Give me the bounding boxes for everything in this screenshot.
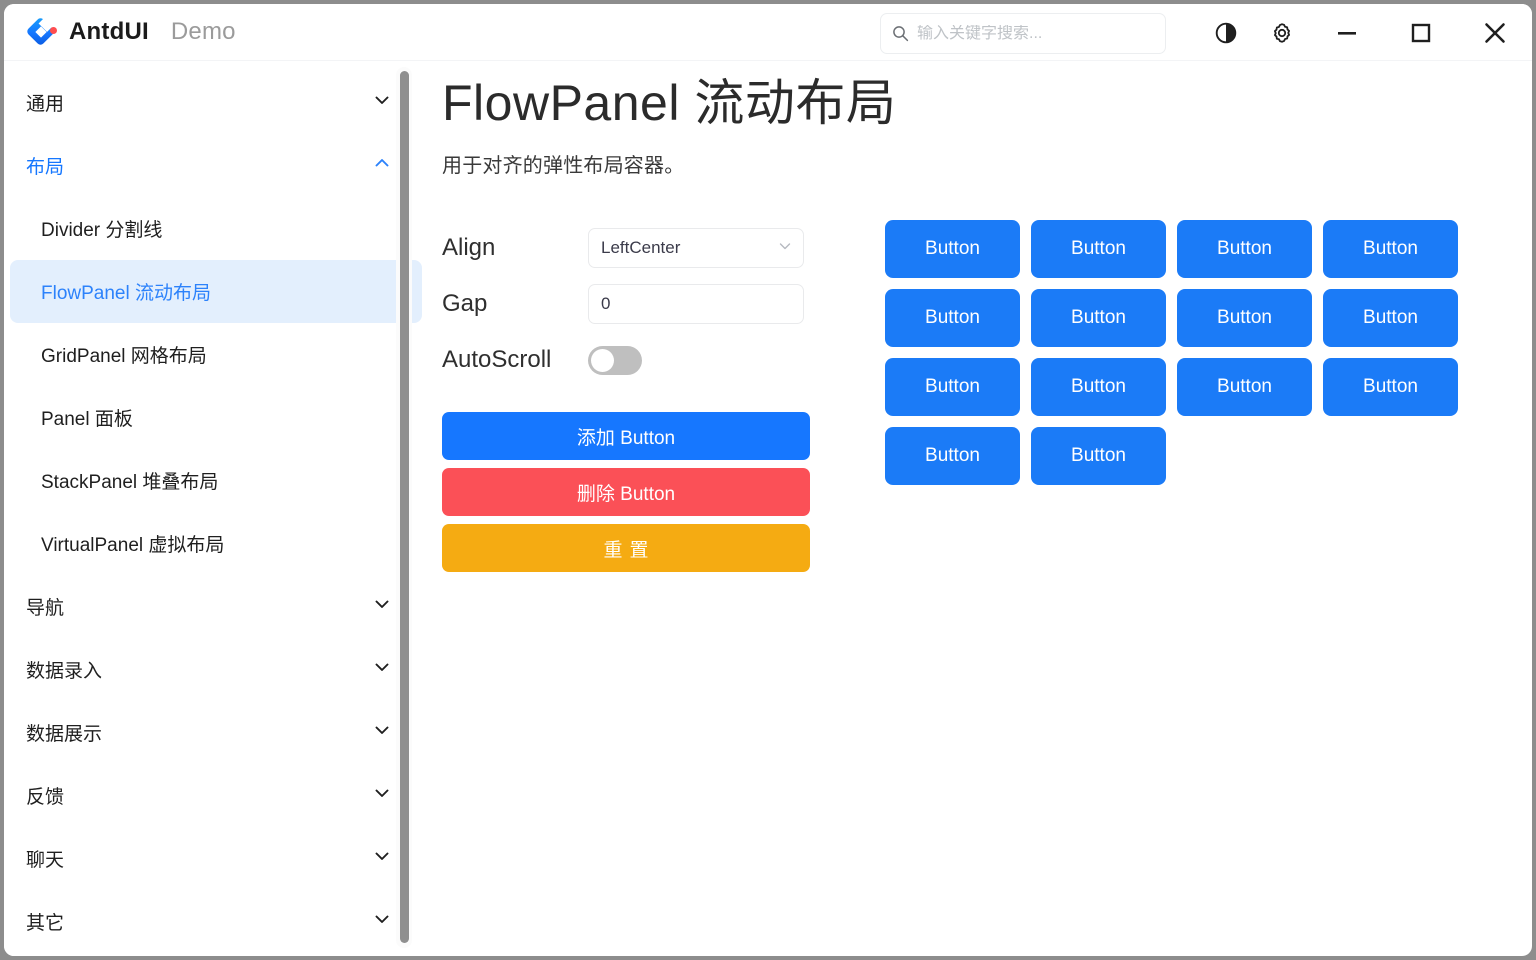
sidebar-item-flowpanel[interactable]: FlowPanel 流动布局 [10,260,422,323]
flow-panel-button[interactable]: Button [885,289,1020,347]
flow-panel-button[interactable]: Button [1177,289,1312,347]
search-box[interactable] [880,13,1166,54]
chevron-down-icon [372,594,392,619]
antdui-logo-icon [25,16,57,47]
sidebar-group-layout[interactable]: 布局 [4,134,428,197]
sidebar-item-divider[interactable]: Divider 分割线 [41,220,163,241]
align-select-value: LeftCenter [601,238,681,257]
chevron-down-icon [372,909,392,934]
sidebar: 通用 布局 Divider 分割线 FlowPanel 流动布局 GridPan… [4,61,428,956]
app-title: AntdUI [69,18,149,45]
sidebar-group-label: 布局 [26,157,65,178]
sidebar-item-stackpanel[interactable]: StackPanel 堆叠布局 [41,472,219,493]
chevron-down-icon [777,238,793,259]
title-bar: AntdUI Demo [4,4,1532,61]
maximize-icon [1408,20,1434,46]
sidebar-group-label: 数据展示 [26,724,103,745]
sidebar-scrollbar-thumb[interactable] [400,71,409,943]
main-content: FlowPanel 流动布局 用于对齐的弹性布局容器。 Align LeftCe… [428,61,1532,956]
flow-panel-button[interactable]: Button [885,358,1020,416]
align-select[interactable]: LeftCenter [588,228,804,268]
theme-contrast-icon [1214,21,1238,45]
toggle-knob [591,348,614,372]
window-controls [1198,4,1532,61]
sidebar-group-label: 数据录入 [26,661,103,682]
close-icon [1480,18,1510,48]
demo-area: Align LeftCenter Gap [442,220,1502,572]
close-button[interactable] [1458,4,1532,61]
gap-row: Gap [442,276,812,332]
chevron-down-icon [372,90,392,115]
chevron-down-icon [372,720,392,745]
flow-panel-button[interactable]: Button [1031,220,1166,278]
settings-button[interactable] [1254,4,1310,61]
chevron-up-icon [372,153,392,178]
chevron-down-icon [372,846,392,871]
sidebar-group-label: 导航 [26,598,65,619]
theme-toggle-button[interactable] [1198,4,1254,61]
gap-input[interactable] [601,294,793,314]
sidebar-group-label: 聊天 [26,850,65,871]
page-description: 用于对齐的弹性布局容器。 [442,155,685,177]
sidebar-item-virtualpanel[interactable]: VirtualPanel 虚拟布局 [41,535,225,556]
autoscroll-label: AutoScroll [442,346,552,373]
sidebar-group-label: 通用 [26,94,65,115]
controls-column: Align LeftCenter Gap [442,220,812,572]
add-button-button[interactable]: 添加 Button [442,412,810,460]
sidebar-group-other[interactable]: 其它 [4,890,428,953]
sidebar-item-gridpanel[interactable]: GridPanel 网格布局 [41,346,207,367]
align-row: Align LeftCenter [442,220,812,276]
flow-panel-button[interactable]: Button [1323,289,1458,347]
gear-icon [1270,21,1294,45]
search-icon [892,25,909,42]
sidebar-scrollbar[interactable] [396,67,412,948]
sidebar-nav: 通用 布局 Divider 分割线 FlowPanel 流动布局 GridPan… [4,61,428,956]
maximize-button[interactable] [1384,4,1458,61]
sidebar-group-chat[interactable]: 聊天 [4,827,428,890]
reset-button[interactable]: 重置 [442,524,810,572]
chevron-down-icon [372,783,392,808]
autoscroll-toggle[interactable] [588,345,642,375]
sidebar-group-navigation[interactable]: 导航 [4,575,428,638]
minimize-button[interactable] [1310,4,1384,61]
sidebar-group-data-display[interactable]: 数据展示 [4,701,428,764]
delete-button-button[interactable]: 删除 Button [442,468,810,516]
align-label: Align [442,234,496,261]
flow-panel-button[interactable]: Button [1031,427,1166,485]
flow-panel-button[interactable]: Button [1031,358,1166,416]
app-brand: AntdUI Demo [25,16,236,47]
flow-panel-button[interactable]: Button [1323,358,1458,416]
autoscroll-row: AutoScroll [442,332,812,388]
gap-label: Gap [442,290,488,317]
minimize-icon [1334,20,1360,46]
sidebar-item-panel[interactable]: Panel 面板 [41,409,133,430]
gap-input-wrap[interactable] [588,284,804,324]
sidebar-group-label: 其它 [26,913,65,934]
window-body: 通用 布局 Divider 分割线 FlowPanel 流动布局 GridPan… [4,61,1532,956]
sidebar-group-label: 反馈 [26,787,65,808]
flow-panel-button[interactable]: Button [1031,289,1166,347]
page-title: FlowPanel 流动布局 [442,75,897,131]
chevron-down-icon [372,657,392,682]
search-input[interactable] [917,24,1155,43]
flow-panel-button[interactable]: Button [885,220,1020,278]
flow-panel-button[interactable]: Button [1177,358,1312,416]
flow-panel-button[interactable]: Button [1323,220,1458,278]
app-window: AntdUI Demo [4,4,1532,956]
flow-panel-button[interactable]: Button [885,427,1020,485]
flow-panel-button[interactable]: Button [1177,220,1312,278]
sidebar-group-data-entry[interactable]: 数据录入 [4,638,428,701]
sidebar-group-general[interactable]: 通用 [4,71,428,134]
sidebar-group-feedback[interactable]: 反馈 [4,764,428,827]
app-subtitle: Demo [170,18,236,45]
